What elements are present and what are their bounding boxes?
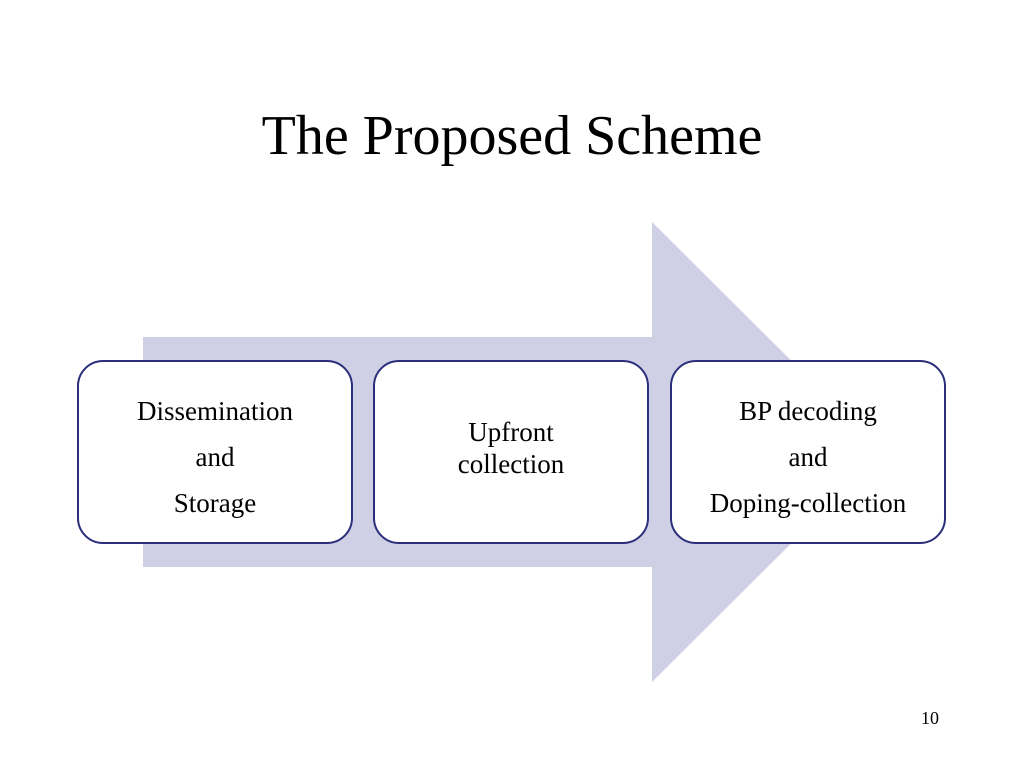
step-line: Storage [173, 488, 257, 518]
page-number: 10 [921, 708, 939, 728]
step-line: BP decoding [739, 396, 877, 426]
step-box-upfront-collection: Upfront collection [373, 360, 649, 544]
slide-title: The Proposed Scheme [261, 105, 763, 167]
step-line: Dissemination [137, 396, 293, 426]
step-line: collection [457, 449, 565, 479]
step-line: Doping-collection [709, 488, 907, 518]
step-line: Upfront [468, 417, 554, 447]
step-box-dissemination-storage: Dissemination and Storage [77, 360, 353, 544]
step-line: and [788, 442, 828, 472]
step-line: and [195, 442, 235, 472]
step-box-bp-decoding: BP decoding and Doping-collection [670, 360, 946, 544]
